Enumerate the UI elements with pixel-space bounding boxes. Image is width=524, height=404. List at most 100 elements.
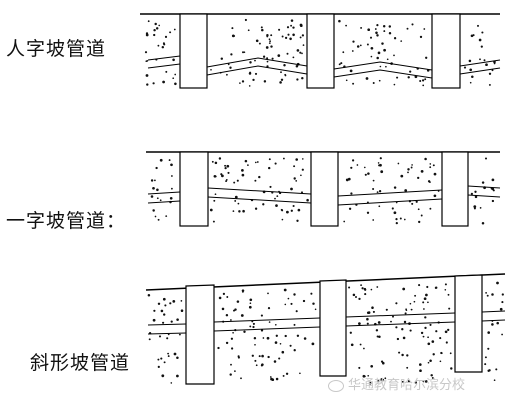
soil-dot bbox=[375, 329, 379, 332]
soil-dot bbox=[258, 42, 261, 45]
soil-dot bbox=[395, 326, 398, 329]
pipe-bottom-1c bbox=[333, 69, 433, 79]
soil-dot bbox=[231, 27, 234, 30]
soil-dot bbox=[362, 374, 366, 378]
soil-dot bbox=[170, 175, 173, 177]
soil-dot bbox=[279, 81, 282, 84]
soil-dot bbox=[427, 361, 430, 364]
soil-dot bbox=[254, 179, 257, 182]
soil-dot bbox=[409, 329, 412, 332]
soil-dot bbox=[234, 199, 237, 202]
soil-dot bbox=[270, 34, 273, 37]
soil-dot bbox=[171, 187, 173, 190]
pipe-bottom-3c bbox=[345, 321, 456, 327]
soil-dot bbox=[485, 63, 488, 67]
soil-dot bbox=[393, 37, 397, 40]
soil-dot bbox=[424, 316, 427, 319]
soil-dot bbox=[153, 309, 156, 312]
soil-dot bbox=[230, 337, 234, 340]
soil-dot bbox=[421, 79, 425, 82]
soil-dot bbox=[167, 352, 170, 355]
manhole-shaft-1a bbox=[179, 13, 208, 89]
soil-dot bbox=[237, 356, 240, 359]
soil-dot bbox=[233, 35, 236, 37]
soil-dot bbox=[266, 57, 269, 60]
soil-dot bbox=[165, 70, 168, 73]
soil-dot bbox=[376, 24, 379, 27]
manhole-shaft-1b bbox=[306, 13, 335, 89]
soil-dot bbox=[306, 198, 309, 202]
soil-dot bbox=[399, 217, 402, 220]
soil-dot bbox=[301, 34, 305, 37]
soil-dot bbox=[491, 178, 495, 182]
soil-dot bbox=[479, 58, 481, 61]
soil-dot bbox=[377, 51, 381, 55]
soil-dot bbox=[470, 192, 474, 196]
soil-dot bbox=[491, 323, 494, 326]
soil-dot bbox=[376, 335, 379, 338]
soil-dot bbox=[414, 381, 417, 384]
soil-dot bbox=[211, 160, 214, 163]
soil-dot bbox=[445, 341, 448, 344]
soil-dot bbox=[370, 55, 373, 58]
soil-dot bbox=[224, 166, 227, 170]
soil-dot bbox=[301, 158, 304, 160]
soil-dot bbox=[427, 301, 429, 304]
soil-dot bbox=[393, 186, 397, 189]
soil-dot bbox=[390, 320, 392, 323]
soil-dot bbox=[473, 205, 477, 208]
soil-dot bbox=[361, 287, 364, 290]
soil-dot bbox=[450, 367, 453, 370]
soil-dot bbox=[356, 164, 359, 166]
soil-dot bbox=[162, 321, 165, 324]
soil-dot bbox=[380, 170, 384, 174]
soil-dot bbox=[411, 164, 413, 166]
soil-dot bbox=[286, 26, 290, 29]
soil-dot bbox=[407, 168, 410, 171]
pipe-top-1d bbox=[459, 59, 501, 67]
soil-dot bbox=[403, 320, 407, 324]
soil-dot bbox=[240, 377, 242, 380]
soil-dot bbox=[479, 207, 482, 209]
soil-dot bbox=[221, 307, 225, 311]
soil-dot bbox=[378, 205, 381, 208]
soil-dot bbox=[383, 30, 386, 33]
soil-dot bbox=[423, 28, 426, 30]
soil-dot bbox=[162, 80, 165, 84]
soil-dot bbox=[213, 174, 217, 178]
soil-dot bbox=[379, 163, 382, 167]
soil-dot bbox=[300, 191, 304, 194]
pipe-top-3b bbox=[213, 317, 321, 323]
soil-dot bbox=[284, 36, 288, 40]
soil-dot bbox=[158, 24, 161, 27]
soil-dot bbox=[284, 303, 287, 306]
soil-dot bbox=[249, 325, 252, 328]
soil-dot bbox=[154, 22, 157, 26]
soil-dot bbox=[290, 302, 293, 305]
soil-dot bbox=[180, 309, 184, 312]
soil-dot bbox=[152, 209, 155, 212]
soil-dot bbox=[314, 308, 317, 311]
soil-dot bbox=[239, 82, 241, 84]
soil-dot bbox=[214, 161, 218, 165]
soil-dot bbox=[363, 166, 366, 169]
soil-dot bbox=[350, 192, 353, 195]
soil-dot bbox=[377, 162, 380, 164]
soil-dot bbox=[299, 51, 302, 54]
soil-dot bbox=[266, 60, 269, 63]
soil-dot bbox=[492, 189, 495, 192]
soil-dot bbox=[220, 173, 223, 176]
pipe-bottom-3a bbox=[147, 332, 187, 335]
soil-dot bbox=[422, 380, 425, 383]
soil-dot bbox=[425, 56, 428, 59]
soil-dot bbox=[261, 28, 264, 32]
soil-dot bbox=[385, 65, 387, 68]
soil-texture-3 bbox=[147, 281, 504, 385]
soil-dot bbox=[241, 169, 244, 172]
soil-dot bbox=[380, 378, 383, 381]
soil-dot bbox=[395, 302, 398, 305]
soil-dot bbox=[386, 58, 389, 61]
soil-dot bbox=[367, 374, 370, 377]
soil-dot bbox=[433, 194, 437, 198]
soil-dot bbox=[172, 58, 175, 62]
